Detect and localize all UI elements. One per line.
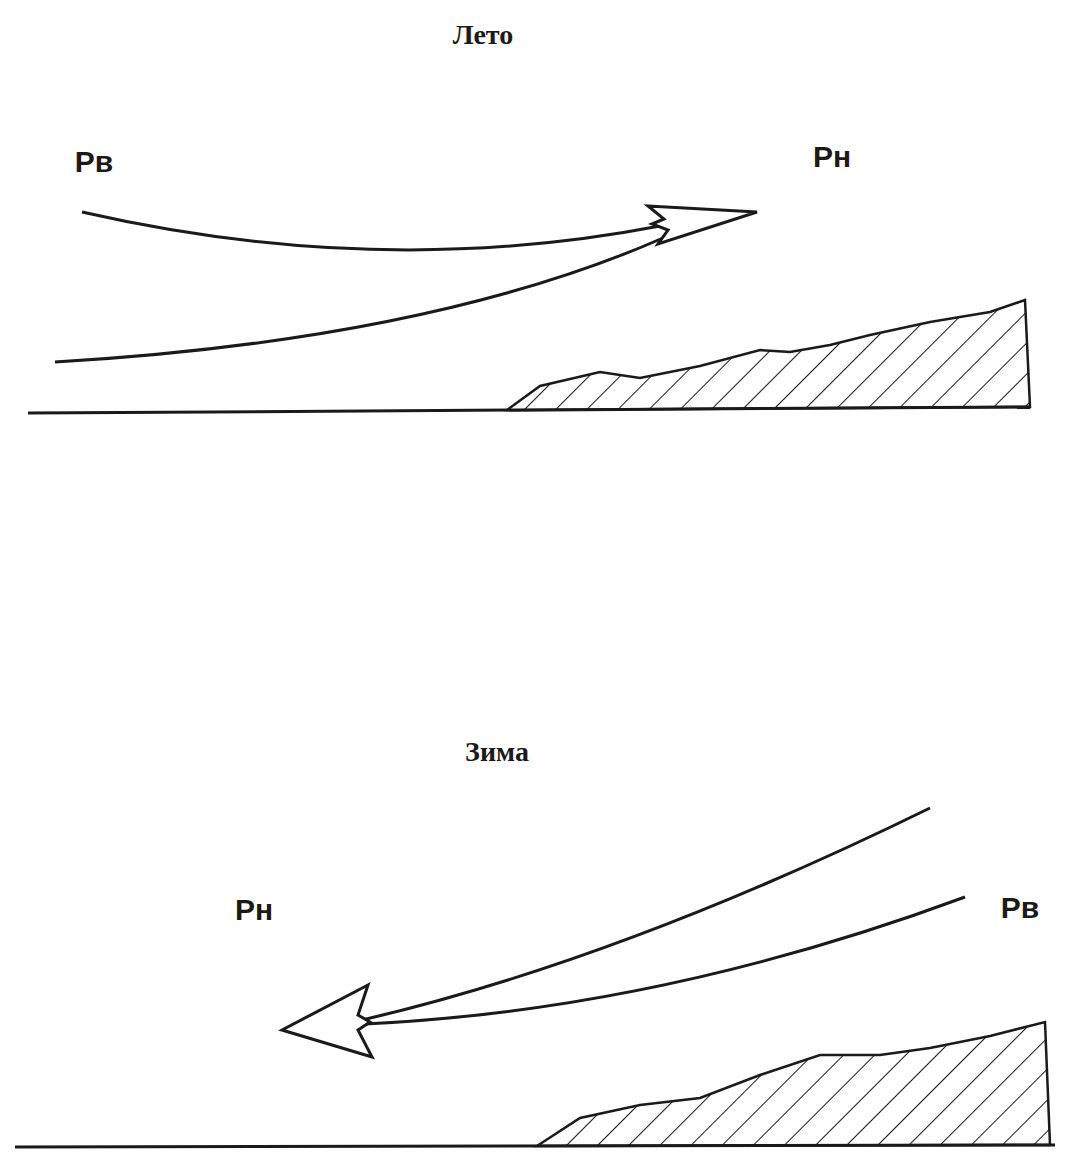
land-area bbox=[537, 1022, 1050, 1146]
arrow-head bbox=[648, 206, 757, 244]
wind-line bbox=[365, 897, 965, 1024]
pressure-label: Рн bbox=[235, 895, 273, 925]
pressure-label: Рв bbox=[75, 147, 113, 177]
pressure-label: Рв bbox=[1001, 893, 1039, 923]
wind-line bbox=[55, 238, 663, 362]
season-heading: Зима bbox=[465, 738, 529, 766]
wind-line bbox=[82, 212, 660, 250]
pressure-label: Рн bbox=[813, 142, 851, 172]
arrow-head bbox=[282, 985, 372, 1057]
land-area bbox=[507, 300, 1030, 410]
season-heading: Лето bbox=[453, 21, 513, 49]
